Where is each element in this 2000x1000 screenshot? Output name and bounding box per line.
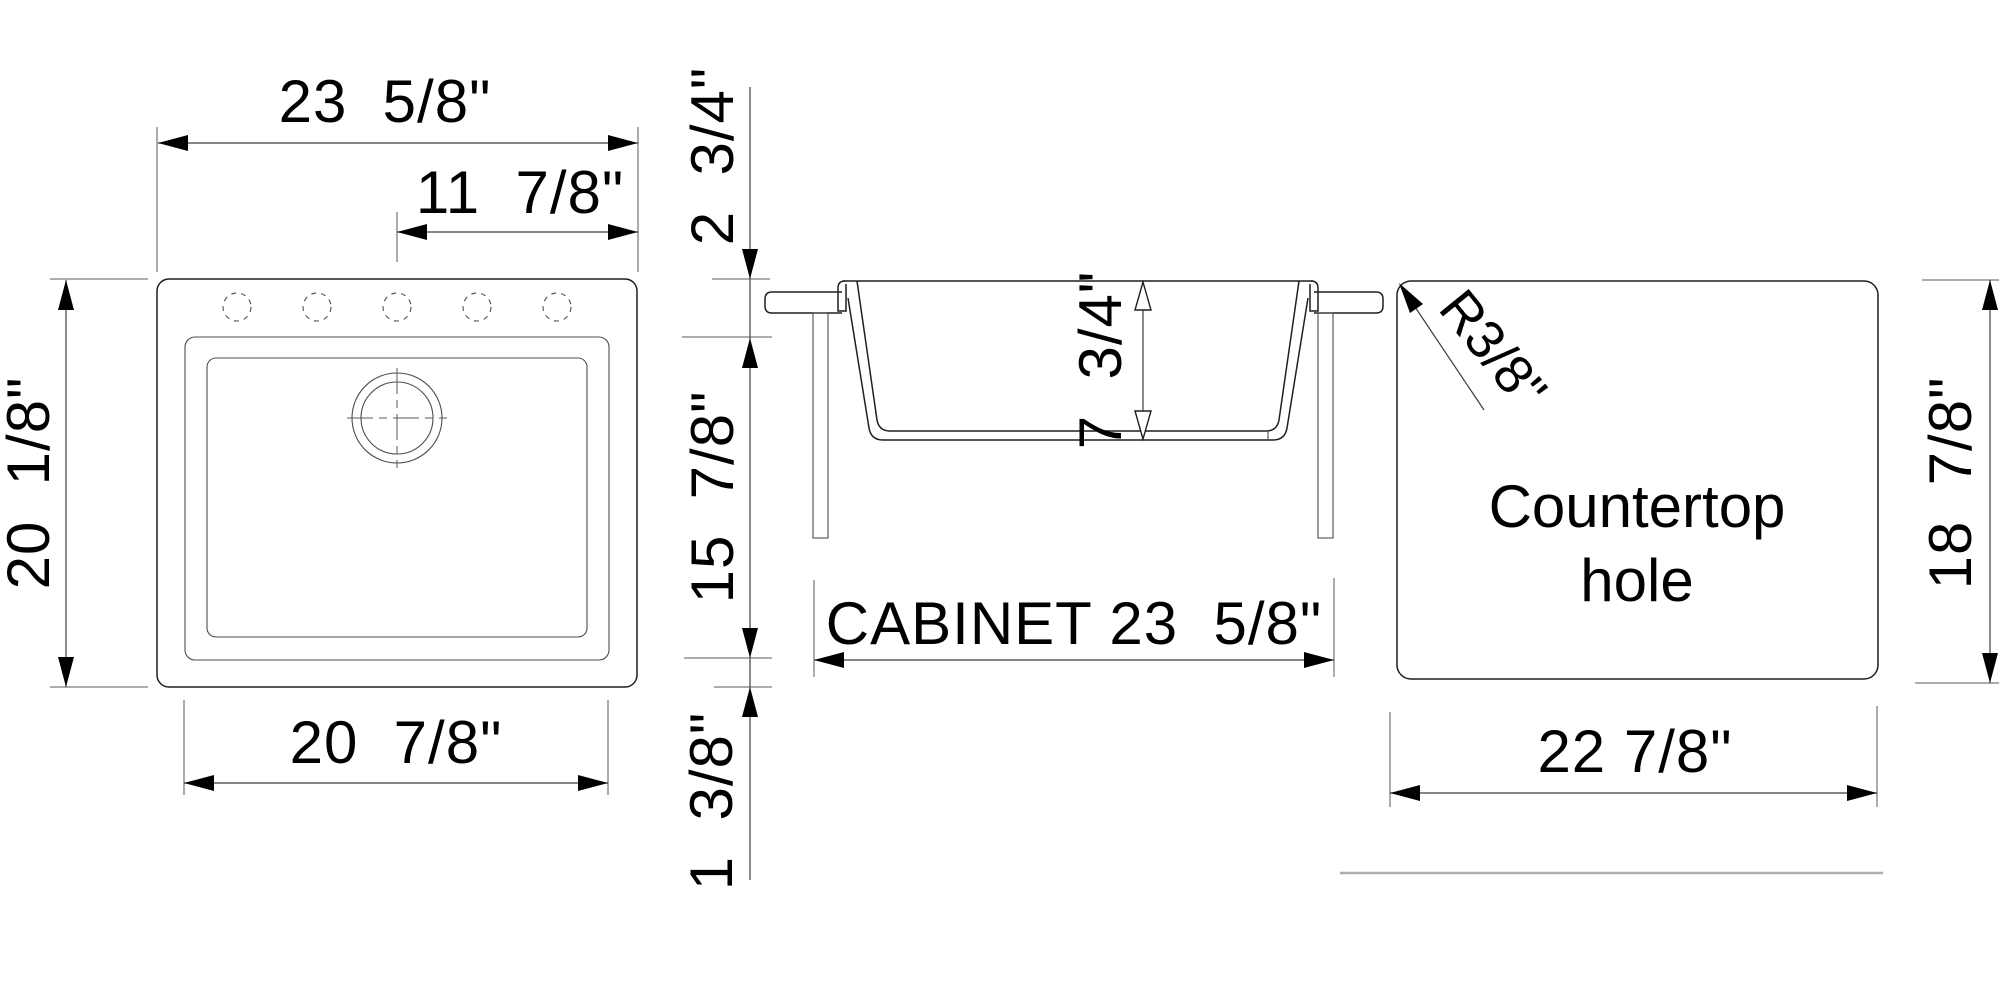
faucet-hole-icon — [302, 292, 332, 322]
dim-hole-offset: 11 7/8" — [396, 159, 638, 262]
corner-radius-callout: R3/8" — [1399, 279, 1558, 420]
countertop-left-section — [764, 291, 842, 314]
faucet-hole-icon — [462, 292, 492, 322]
drain-hole — [347, 368, 447, 468]
sink-bowl-outer-outline — [184, 336, 610, 661]
dim-bowl-width: 20 7/8" — [183, 700, 609, 795]
dim-label-bowl-to-edge: 1 3/8" — [678, 712, 745, 890]
cabinet-left-panel — [812, 312, 829, 539]
arrowhead-down-icon — [742, 249, 758, 279]
arrowhead-left-icon — [158, 135, 188, 151]
arrowhead-left-icon — [814, 652, 844, 668]
dim-label-bowl-width: 20 7/8" — [290, 709, 503, 776]
dim-cabinet-width: CABINET 23 5/8" — [813, 578, 1335, 677]
arrowhead-left-icon — [397, 224, 427, 240]
countertop-right-section — [1314, 291, 1384, 314]
dim-label-overall-depth: 20 1/8" — [0, 377, 62, 590]
corner-radius-label: R3/8" — [1428, 279, 1558, 420]
arrowhead-down-icon — [1982, 653, 1998, 683]
arrowhead-left-icon — [1390, 785, 1420, 801]
arrowhead-up-icon — [1982, 280, 1998, 310]
bowl-inner-profile — [856, 280, 1300, 432]
faucet-hole-icon — [382, 292, 412, 322]
hole-label-line2: hole — [1580, 547, 1693, 614]
sink-outer-rim-outline — [156, 278, 638, 688]
sink-bowl-inner-outline — [206, 357, 588, 638]
arrowhead-right-icon — [1847, 785, 1877, 801]
sink-right-flange — [1309, 280, 1319, 312]
arrowhead-left-icon — [184, 775, 214, 791]
stacked-dimension-column: 2 3/4" 15 7/8" 1 3/8" — [678, 67, 772, 890]
arrowhead-up-icon — [742, 338, 758, 368]
faucet-holes — [222, 292, 572, 322]
dim-overall-depth: 20 1/8" — [0, 278, 148, 688]
cabinet-right-panel — [1317, 312, 1334, 539]
dim-bowl-depth: 7 3/4" — [1067, 271, 1152, 449]
countertop-hole-outline — [1396, 280, 1879, 680]
arrowhead-open-up-icon — [1134, 279, 1152, 311]
dim-label-bowl-depth: 7 3/4" — [1067, 271, 1134, 449]
sink-left-flange — [837, 280, 847, 312]
dim-label-cabinet: CABINET 23 5/8" — [826, 590, 1322, 657]
dim-label-hole-offset: 11 7/8" — [416, 159, 624, 226]
arrowhead-up-icon — [58, 280, 74, 310]
arrowhead-right-icon — [608, 224, 638, 240]
dim-label-rim-front: 2 3/4" — [679, 67, 746, 245]
hole-label-line1: Countertop — [1489, 473, 1786, 540]
bowl-outer-profile — [847, 297, 1309, 441]
faucet-hole-icon — [222, 292, 252, 322]
arrowhead-right-icon — [1304, 652, 1334, 668]
sink-top-view — [156, 278, 638, 688]
arrowhead-right-icon — [578, 775, 608, 791]
dim-overall-width: 23 5/8" — [156, 68, 639, 272]
arrowhead-right-icon — [608, 135, 638, 151]
countertop-hole-view: R3/8" Countertop hole — [1396, 279, 1879, 680]
dim-label-hole-width: 22 7/8" — [1537, 718, 1732, 785]
arrowhead-open-down-icon — [1134, 410, 1152, 442]
arrowhead-down-icon — [58, 657, 74, 687]
dim-hole-depth: 18 7/8" — [1915, 279, 1999, 684]
sink-section-view — [764, 280, 1384, 539]
faucet-hole-icon — [542, 292, 572, 322]
dim-label-bowl-length: 15 7/8" — [679, 391, 746, 604]
arrowhead-up-icon — [742, 687, 758, 717]
dim-label-overall-width: 23 5/8" — [279, 68, 492, 135]
dim-label-hole-depth: 18 7/8" — [1917, 377, 1984, 590]
arrowhead-leader-icon — [1399, 283, 1423, 313]
arrowhead-down-icon — [742, 628, 758, 658]
dim-hole-width: 22 7/8" — [1389, 706, 1878, 807]
